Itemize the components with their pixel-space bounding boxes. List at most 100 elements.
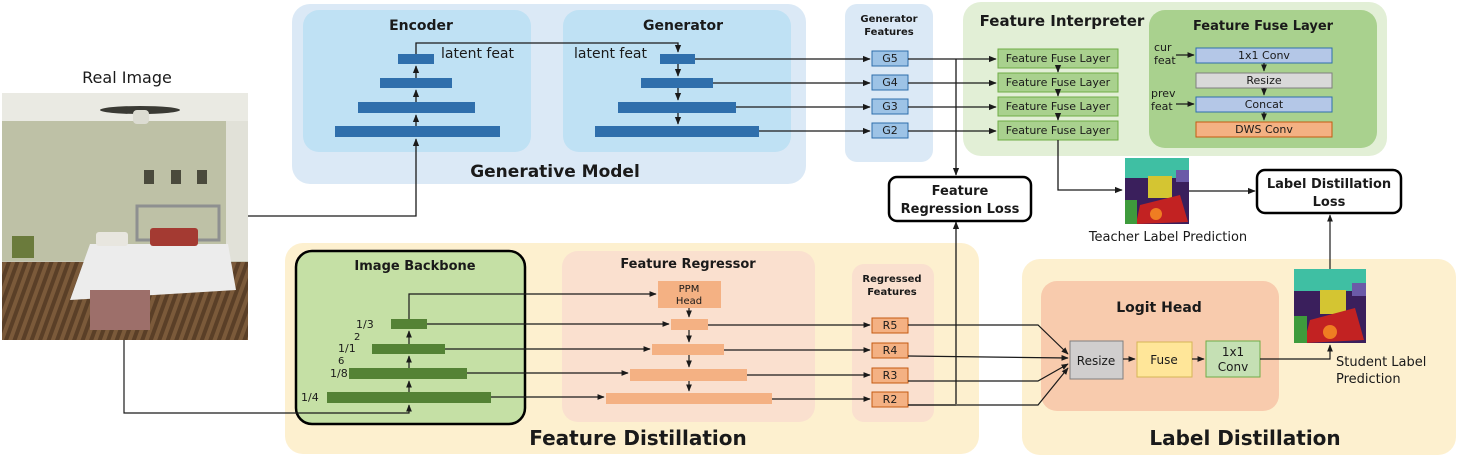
generator-bar-1: [660, 54, 695, 64]
ppm-head-block: PPM Head: [658, 281, 721, 308]
svg-text:Resize: Resize: [1246, 74, 1281, 87]
teacher-prediction-map: [1125, 158, 1189, 224]
logit-head-title: Logit Head: [1116, 300, 1202, 316]
svg-text:Head: Head: [676, 296, 702, 307]
svg-text:G4: G4: [882, 76, 898, 89]
svg-text:Label Distillation: Label Distillation: [1267, 177, 1391, 192]
regressor-bar-4: [606, 393, 772, 404]
regressed-feature-r4: R4: [871, 342, 909, 359]
generator-features-title-2: Features: [864, 27, 914, 38]
scale-label-2: 2: [354, 332, 360, 343]
svg-text:Feature Fuse Layer: Feature Fuse Layer: [1006, 52, 1111, 65]
logit-resize-block: Resize: [1069, 340, 1124, 380]
generator-latent-label: latent feat: [574, 46, 648, 62]
scale-label-3: 1/1: [338, 342, 356, 355]
svg-text:Feature Fuse Layer: Feature Fuse Layer: [1006, 124, 1111, 137]
generator-bar-2: [641, 78, 713, 88]
fuse-step-concat: Concat: [1195, 96, 1333, 113]
cur-feat-label-1: cur: [1154, 41, 1172, 54]
backbone-bar-1: [391, 319, 427, 329]
encoder-bar-1: [398, 54, 434, 64]
generator-feature-g3: G3: [871, 98, 909, 115]
regressed-features-title-1: Regressed: [862, 274, 921, 285]
fuse-step-dws-conv: DWS Conv: [1195, 121, 1333, 138]
svg-text:R2: R2: [883, 393, 898, 406]
svg-text:G5: G5: [882, 52, 898, 65]
features-to-interpreter-arrows: [908, 55, 1123, 194]
generator-feature-g4: G4: [871, 74, 909, 91]
fuse-step-resize: Resize: [1195, 72, 1333, 89]
fuse-step-1x1-conv: 1x1 Conv: [1195, 47, 1333, 64]
encoder-bar-2: [380, 78, 452, 88]
encoder-title: Encoder: [389, 18, 453, 34]
logit-head-arrows: [1123, 214, 1333, 362]
scale-label-1: 1/3: [356, 318, 374, 331]
encoder-bar-4: [335, 126, 500, 137]
regressor-bar-1: [671, 319, 708, 330]
fuse-layer-block-1: Feature Fuse Layer: [997, 48, 1119, 69]
svg-text:Resize: Resize: [1077, 354, 1115, 368]
scale-label-5: 1/8: [330, 367, 348, 380]
feature-regression-loss-box: Feature Regression Loss: [887, 175, 1033, 223]
fuse-layer-block-3: Feature Fuse Layer: [997, 96, 1119, 117]
encoder-bar-3: [358, 102, 475, 113]
backbone-bar-2: [372, 344, 445, 354]
regressor-bar-2: [652, 344, 724, 355]
label-distillation-title: Label Distillation: [1149, 426, 1340, 450]
fuse-layer-block-2: Feature Fuse Layer: [997, 72, 1119, 93]
generator-title: Generator: [643, 18, 723, 34]
fuse-layer-block-4: Feature Fuse Layer: [997, 120, 1119, 141]
logit-conv-block: 1x1 Conv: [1205, 340, 1261, 378]
svg-text:R4: R4: [883, 344, 898, 357]
feature-interpreter-title: Feature Interpreter: [980, 12, 1145, 30]
regressed-feature-r5: R5: [871, 317, 909, 334]
svg-text:Fuse: Fuse: [1150, 353, 1178, 367]
feature-regressor-title: Feature Regressor: [620, 257, 756, 272]
regressed-feature-r2: R2: [871, 391, 909, 408]
svg-text:Conv: Conv: [1218, 360, 1248, 374]
generator-feature-g5: G5: [871, 50, 909, 67]
svg-text:DWS Conv: DWS Conv: [1235, 123, 1293, 136]
svg-text:1x1 Conv: 1x1 Conv: [1238, 49, 1290, 62]
generator-features-title-1: Generator: [860, 14, 917, 25]
generative-model-title: Generative Model: [470, 162, 640, 182]
svg-text:Feature Fuse Layer: Feature Fuse Layer: [1006, 100, 1111, 113]
real-image-photo: [2, 93, 248, 340]
prev-feat-label-2: feat: [1151, 100, 1173, 113]
feature-fuse-layer-title: Feature Fuse Layer: [1193, 19, 1334, 34]
real-image-title: Real Image: [82, 68, 172, 87]
encoder-latent-label: latent feat: [441, 46, 515, 62]
svg-text:R3: R3: [883, 369, 898, 382]
logit-fuse-block: Fuse: [1136, 341, 1193, 378]
svg-text:1x1: 1x1: [1222, 345, 1244, 359]
student-prediction-map: [1294, 269, 1366, 343]
svg-text:Concat: Concat: [1245, 98, 1284, 111]
regressor-bar-3: [630, 369, 747, 381]
svg-text:Feature Fuse Layer: Feature Fuse Layer: [1006, 76, 1111, 89]
regressed-features-title-2: Features: [867, 287, 917, 298]
teacher-caption: Teacher Label Prediction: [1088, 230, 1247, 245]
image-backbone-title: Image Backbone: [354, 259, 475, 274]
student-caption-2: Prediction: [1336, 372, 1401, 387]
svg-text:Loss: Loss: [1313, 195, 1346, 210]
regressed-feature-r3: R3: [871, 367, 909, 384]
feature-distillation-arrows: [123, 291, 1069, 414]
label-distillation-loss-box: Label Distillation Loss: [1255, 168, 1403, 215]
generator-bar-4: [595, 126, 759, 137]
svg-text:G3: G3: [882, 100, 898, 113]
generator-feature-g2: G2: [871, 122, 909, 139]
svg-text:Feature: Feature: [932, 184, 989, 199]
scale-label-4: 6: [338, 356, 344, 367]
backbone-bar-3: [349, 368, 467, 379]
scale-label-6: 1/4: [301, 391, 319, 404]
prev-feat-label-1: prev: [1151, 87, 1176, 100]
generator-to-features-arrows: [695, 55, 871, 135]
svg-text:Regression Loss: Regression Loss: [901, 202, 1020, 217]
generator-bar-3: [618, 102, 736, 113]
svg-text:R5: R5: [883, 319, 898, 332]
fuse-layer-arrows: [1176, 52, 1267, 121]
cur-feat-label-2: feat: [1154, 54, 1176, 67]
svg-text:PPM: PPM: [679, 284, 700, 295]
svg-text:G2: G2: [882, 124, 898, 137]
